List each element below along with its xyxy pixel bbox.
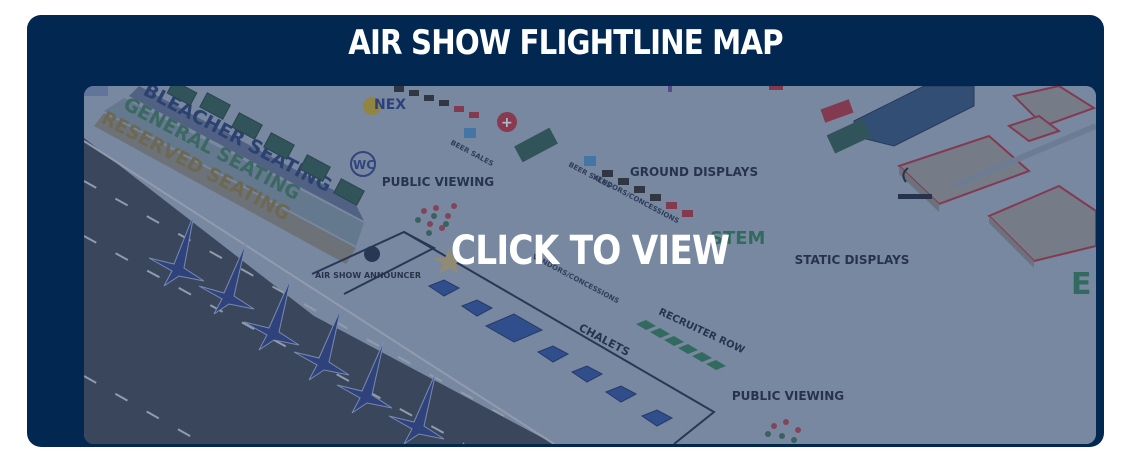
- flightline-map-image: BLEACHER SEATING GENERAL SEATING RESERVE…: [84, 86, 1096, 444]
- public-viewing-label-2: PUBLIC VIEWING: [732, 389, 844, 403]
- nex-anchor-icon: [363, 97, 381, 115]
- card-title: AIR SHOW FLIGHTLINE MAP: [348, 23, 783, 63]
- svg-text:PUBLIC VIEWING: PUBLIC VIEWING: [732, 389, 844, 403]
- first-aid-icon: [497, 112, 517, 132]
- svg-text:+: +: [501, 115, 513, 131]
- nex-label: NEX: [374, 97, 406, 113]
- svg-text:STATIC DISPLAYS: STATIC DISPLAYS: [795, 253, 910, 267]
- restroom-label: WC: [353, 158, 375, 172]
- svg-text:GROUND DISPLAYS: GROUND DISPLAYS: [630, 165, 758, 179]
- map-dim-overlay: [84, 86, 1096, 444]
- flightline-map-link[interactable]: BLEACHER SEATING GENERAL SEATING RESERVE…: [84, 86, 1096, 444]
- restroom-icon: [350, 151, 376, 177]
- svg-text:AIR SHOW ANNOUNCER: AIR SHOW ANNOUNCER: [315, 271, 421, 280]
- edge-letter-label: E: [1071, 267, 1092, 302]
- air-show-announcer-label: AIR SHOW ANNOUNCER: [315, 271, 421, 280]
- svg-text:PUBLIC VIEWING: PUBLIC VIEWING: [382, 175, 494, 189]
- announcer-icon: [364, 246, 380, 262]
- flightline-map-card: AIR SHOW FLIGHTLINE MAP BLEACHER SEATING: [27, 15, 1104, 447]
- smoking-area-icon: [898, 194, 932, 199]
- click-to-view-label[interactable]: CLICK TO VIEW: [450, 228, 730, 274]
- static-displays-label: STATIC DISPLAYS: [795, 253, 910, 267]
- ground-displays-label: GROUND DISPLAYS: [630, 165, 758, 179]
- public-viewing-label-1: PUBLIC VIEWING: [382, 175, 494, 189]
- star-icon: [434, 248, 464, 274]
- runway-area: [84, 138, 554, 444]
- stem-label: STEM: [710, 228, 765, 249]
